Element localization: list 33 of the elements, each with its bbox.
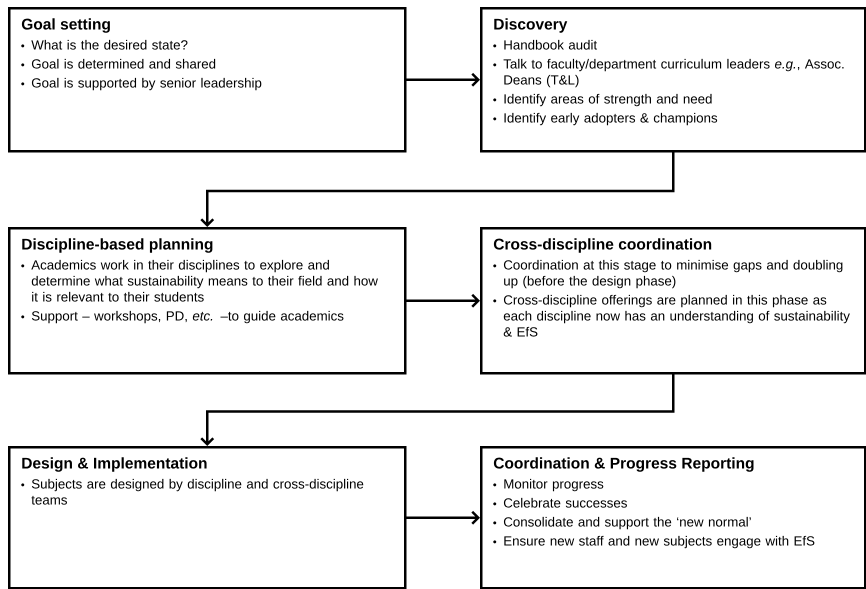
bullet-text: Cross-discipline offerings are planned in this phase as each discipline now has an understanding of sustainability & EfS [504,294,850,337]
box-heading: Discipline-based planning [22,238,212,253]
process-box [8,7,406,152]
box-heading: Design & Implementation [22,457,207,472]
bullet-text: Celebrate successes [504,498,627,508]
arrow [406,510,480,525]
box-heading: Coordination & Progress Reporting [494,457,754,472]
box-heading: Goal setting [22,18,110,33]
process-box [480,446,866,589]
bullet-text: Academics work in their disciplines to explore and determine what sustainability means to their field and how it is relevant to their students [31,260,378,302]
process-box [480,7,866,152]
bullet-text: Goal is determined and shared [32,58,216,69]
bullet-text: Identify early adopters & champions [504,112,718,126]
box-heading: Cross-discipline coordination [494,238,712,253]
bullet-text: Ensure new staff and new subjects engage with EfS [504,536,814,548]
box-heading: Discovery [494,18,568,33]
bullet-text: Consolidate and support the ‘new normal’ [504,516,751,530]
bullet-text: Identify areas of strength and need [504,94,712,106]
bullet-text: Handbook audit [504,40,598,50]
bullet-text: What is the desired state? [31,40,188,50]
bullet-text: Talk to faculty/department curriculum leaders e.g., Assoc. Deans (T&L) [504,58,844,88]
bullet-text: Support – workshops, PD, etc. –to guide academics [32,310,344,324]
arrow [200,374,674,446]
process-box [8,227,406,374]
bullet-text: Subjects are designed by discipline and cross-discipline teams [31,478,364,505]
arrow [406,72,480,87]
bullet-text: Coordination at this stage to minimise gaps and doubling up (before the design phase) [504,260,842,288]
bullet-text: Monitor progress [504,478,604,492]
process-box [8,446,406,589]
bullet-text: Goal is supported by senior leadership [32,78,262,90]
arrow [406,294,480,308]
process-box [480,227,866,374]
arrow [200,152,674,227]
